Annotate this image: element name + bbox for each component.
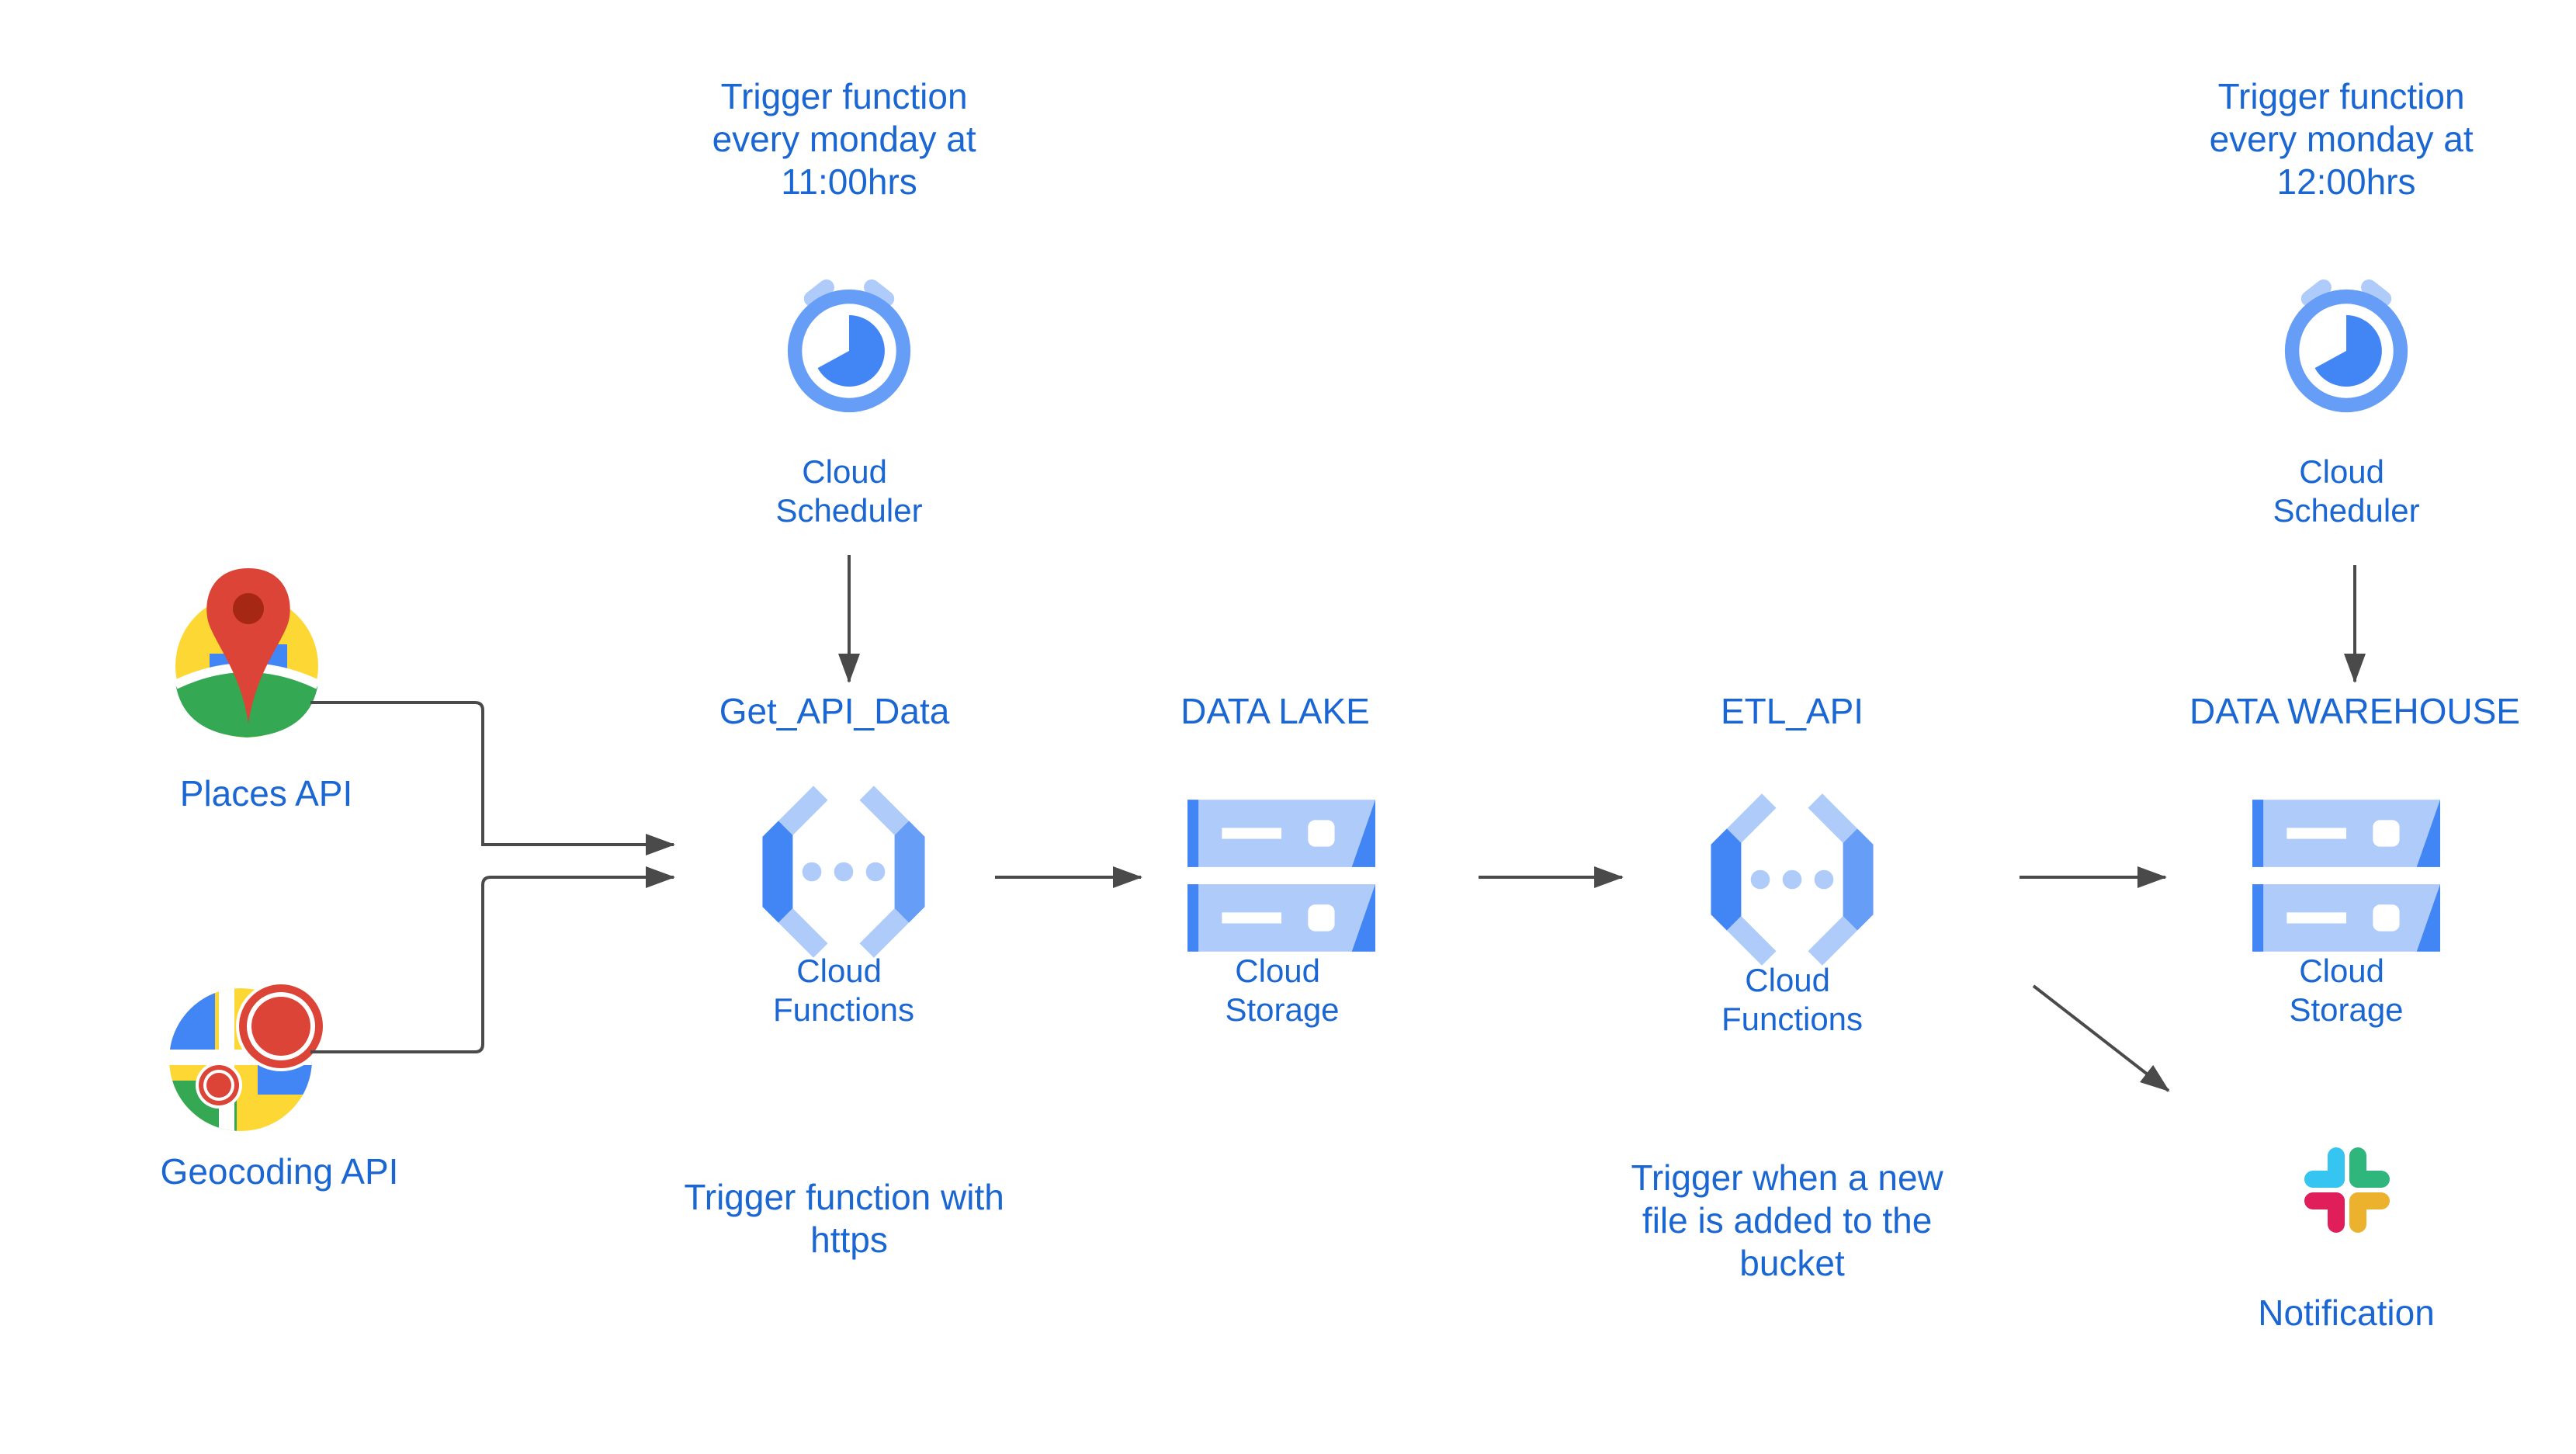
data-warehouse-node: DATA WAREHOUSE Cloud Storage bbox=[2189, 691, 2520, 1028]
scheduler-1-note: Trigger function every monday at 11:00hr… bbox=[712, 76, 986, 202]
places-api-label: Places API bbox=[180, 773, 352, 814]
scheduler-1-label: Cloud Scheduler bbox=[775, 453, 922, 529]
cloud-functions-icon bbox=[762, 786, 925, 958]
etl-api-node: ETL_API Cloud Functions Trigger when a n… bbox=[1631, 691, 1953, 1283]
etl-api-label: Cloud Functions bbox=[1721, 962, 1863, 1037]
cloud-functions-icon bbox=[1711, 793, 1874, 966]
geocoding-api-node: Geocoding API bbox=[161, 981, 399, 1192]
places-pin-icon bbox=[173, 568, 321, 737]
geocoding-map-icon bbox=[169, 981, 326, 1131]
get-api-data-note: Trigger function with https bbox=[684, 1177, 1014, 1260]
clock-icon bbox=[787, 279, 911, 413]
arrow-geocoding-to-get-api-data bbox=[310, 866, 675, 1053]
arrow-places-to-get-api-data bbox=[310, 701, 675, 855]
geocoding-api-label: Geocoding API bbox=[161, 1151, 399, 1192]
data-warehouse-title: DATA WAREHOUSE bbox=[2189, 691, 2520, 731]
scheduler-2-node: Trigger function every monday at 12:00hr… bbox=[2210, 76, 2484, 529]
etl-api-note: Trigger when a new file is added to the … bbox=[1631, 1157, 1953, 1283]
cloud-storage-icon bbox=[1187, 800, 1375, 952]
scheduler-1-node: Trigger function every monday at 11:00hr… bbox=[712, 76, 986, 529]
cloud-storage-icon bbox=[2252, 800, 2440, 952]
data-lake-title: DATA LAKE bbox=[1181, 691, 1370, 731]
scheduler-2-note: Trigger function every monday at 12:00hr… bbox=[2210, 76, 2484, 202]
data-lake-node: DATA LAKE Cloud Storage bbox=[1181, 691, 1375, 1028]
clock-icon bbox=[2284, 279, 2408, 413]
data-lake-label: Cloud Storage bbox=[1225, 953, 1339, 1028]
slack-icon bbox=[2304, 1147, 2390, 1233]
data-warehouse-label: Cloud Storage bbox=[2289, 953, 2403, 1028]
get-api-data-label: Cloud Functions bbox=[773, 953, 914, 1028]
etl-api-title: ETL_API bbox=[1721, 691, 1864, 731]
arrow-etl-api-to-notification bbox=[2032, 984, 2170, 1092]
get-api-data-title: Get_API_Data bbox=[719, 691, 950, 731]
get-api-data-node: Get_API_Data Cloud Functions Trigger fun… bbox=[684, 691, 1014, 1260]
notification-label: Notification bbox=[2258, 1293, 2435, 1333]
connectors bbox=[310, 555, 2366, 1092]
places-api-node: Places API bbox=[173, 568, 352, 814]
notification-node: Notification bbox=[2258, 1147, 2435, 1333]
scheduler-2-label: Cloud Scheduler bbox=[2273, 453, 2419, 529]
